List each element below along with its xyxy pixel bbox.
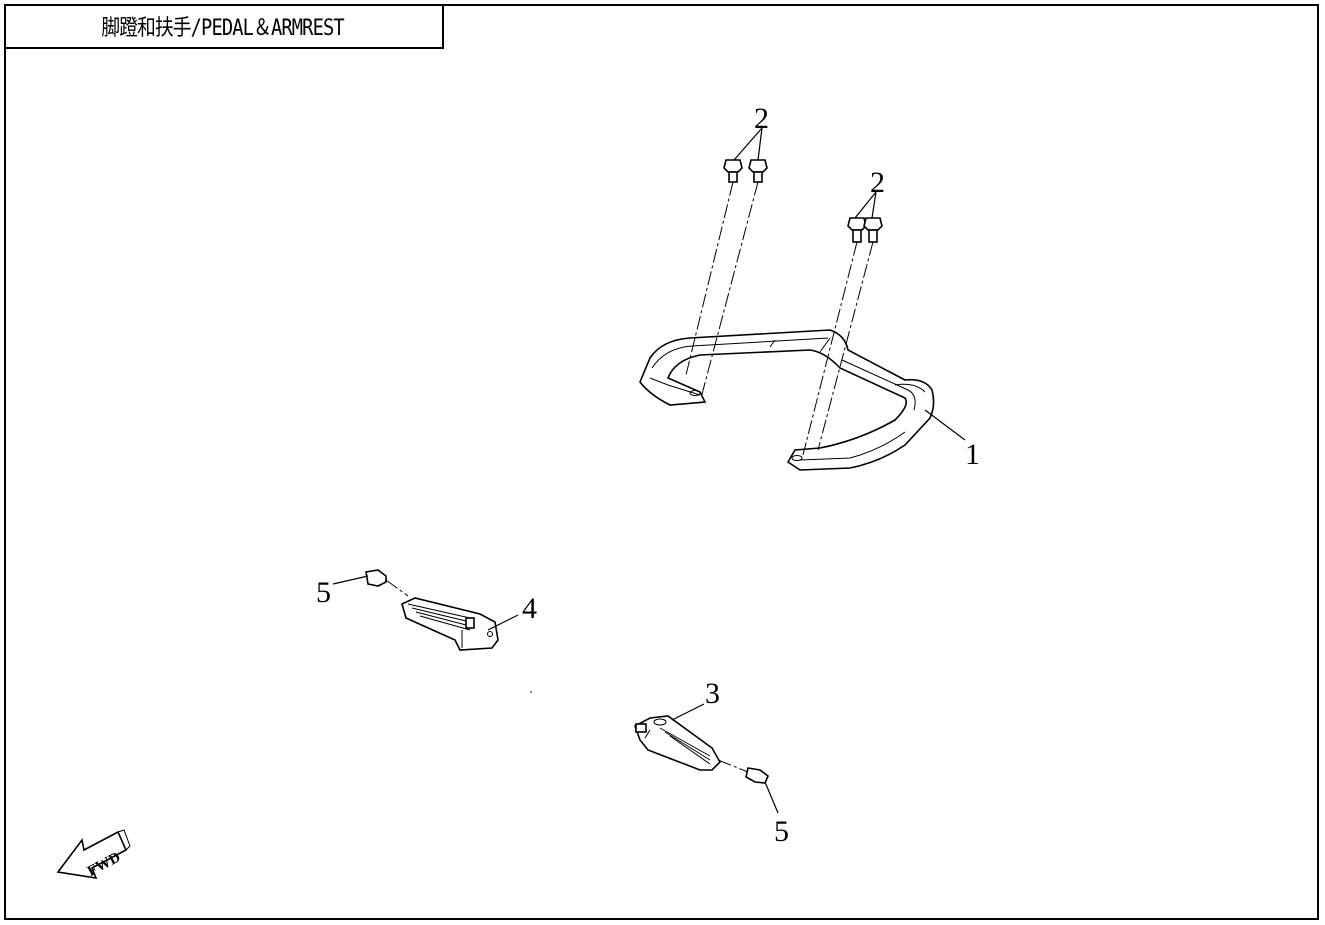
footpeg-left bbox=[401, 597, 499, 651]
callout-2-right: 2 bbox=[870, 166, 885, 199]
armrest-rail bbox=[639, 329, 935, 471]
callout-5-lower: 5 bbox=[774, 815, 789, 848]
fwd-arrow-icon: FWD bbox=[56, 829, 131, 880]
stray-mark bbox=[530, 691, 532, 693]
bolt bbox=[748, 159, 768, 183]
pin-right bbox=[717, 759, 769, 784]
footpeg-right bbox=[634, 715, 721, 771]
title-block: 脚蹬和扶手/PEDAL＆ARMREST bbox=[4, 4, 444, 49]
bolt bbox=[863, 217, 883, 243]
callout-5-upper: 5 bbox=[316, 576, 331, 609]
page-title: 脚蹬和扶手/PEDAL＆ARMREST bbox=[101, 15, 345, 41]
callout-2-left: 2 bbox=[754, 102, 769, 135]
callout-1: 1 bbox=[965, 438, 980, 471]
pin-left bbox=[365, 569, 409, 597]
bolt-group-right bbox=[847, 217, 883, 243]
drawing-frame bbox=[4, 4, 1319, 920]
bolt bbox=[847, 217, 867, 243]
callout-3: 3 bbox=[705, 677, 720, 710]
bolt bbox=[723, 159, 743, 183]
callout-4: 4 bbox=[522, 592, 537, 625]
bolt-group-left bbox=[723, 159, 768, 183]
leader-lines bbox=[332, 127, 966, 814]
